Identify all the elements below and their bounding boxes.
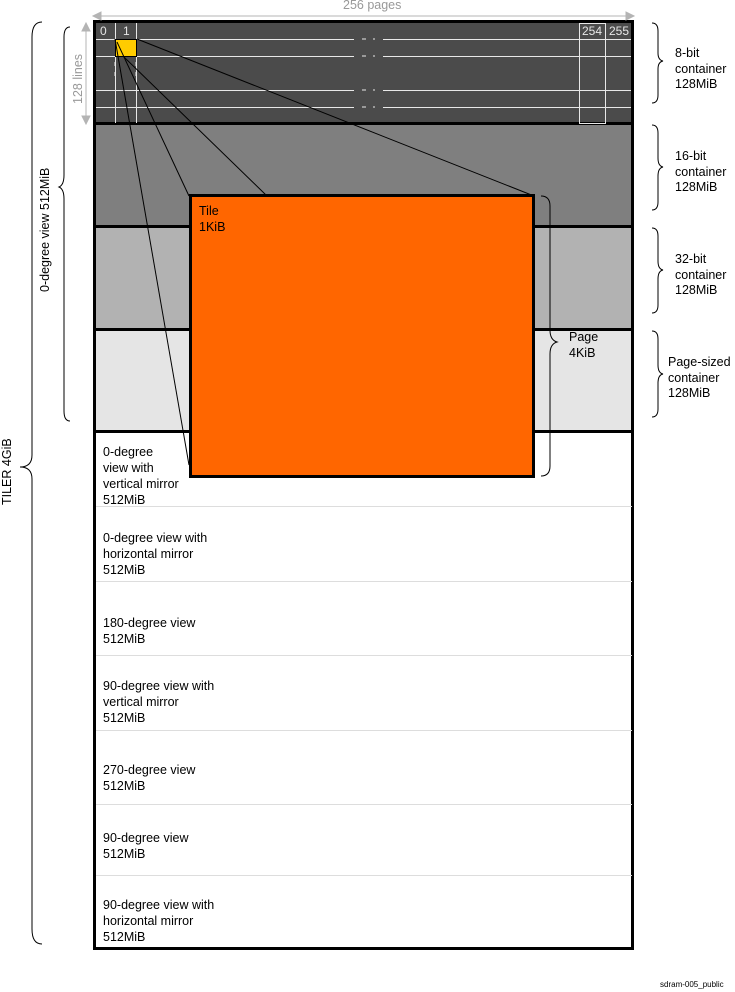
- grid-line: [96, 56, 354, 57]
- page-number-1: 1: [123, 24, 130, 38]
- view-label: 180-degree view 512MiB: [103, 616, 196, 646]
- grid-line: [383, 56, 631, 57]
- grid-line: [383, 90, 631, 91]
- view-label: 90-degree view with horizontal mirror 51…: [103, 898, 215, 944]
- page-number-254: 254: [582, 24, 603, 38]
- row-separator: [96, 804, 632, 805]
- page-254-outline: [579, 23, 606, 124]
- page-label: Page 4KiB: [569, 330, 599, 360]
- tile-highlight: [115, 39, 137, 57]
- grid-line: [96, 39, 354, 40]
- tile-magnified: [189, 194, 535, 478]
- lines-axis-label: 128 lines: [71, 53, 85, 104]
- page-number-0: 0: [100, 24, 107, 38]
- view-label: 0-degree view with vertical mirror 512Mi…: [103, 445, 179, 507]
- container-label-16bit: 16-bit container 128MiB: [675, 149, 727, 194]
- view-span-label: 0-degree view 512MiB: [38, 167, 52, 292]
- tile-label: Tile 1KiB: [199, 204, 226, 234]
- view-label: 90-degree view with vertical mirror 512M…: [103, 679, 215, 725]
- container-label-32bit: 32-bit container 128MiB: [675, 252, 727, 297]
- view-label: 0-degree view with horizontal mirror 512…: [103, 531, 208, 577]
- view-label: 270-degree view 512MiB: [103, 763, 196, 793]
- row-separator: [96, 730, 632, 731]
- grid-line: [96, 90, 354, 91]
- container-label-8bit: 8-bit container 128MiB: [675, 46, 727, 91]
- view-label: 90-degree view 512MiB: [103, 831, 189, 861]
- grid-line: [96, 107, 354, 108]
- figure-id: sdram-005_public: [660, 980, 724, 989]
- row-separator: [96, 655, 632, 656]
- grid-line: [383, 107, 631, 108]
- grid-line: [383, 39, 631, 40]
- pages-axis-label: 256 pages: [343, 0, 402, 12]
- row-separator: [96, 506, 632, 507]
- tiler-span-label: TILER 4GiB: [0, 438, 14, 505]
- page-number-255: 255: [609, 24, 630, 38]
- container-label-page-sized: Page-sized container 128MiB: [668, 355, 731, 400]
- row-separator: [96, 875, 632, 876]
- row-separator: [96, 581, 632, 582]
